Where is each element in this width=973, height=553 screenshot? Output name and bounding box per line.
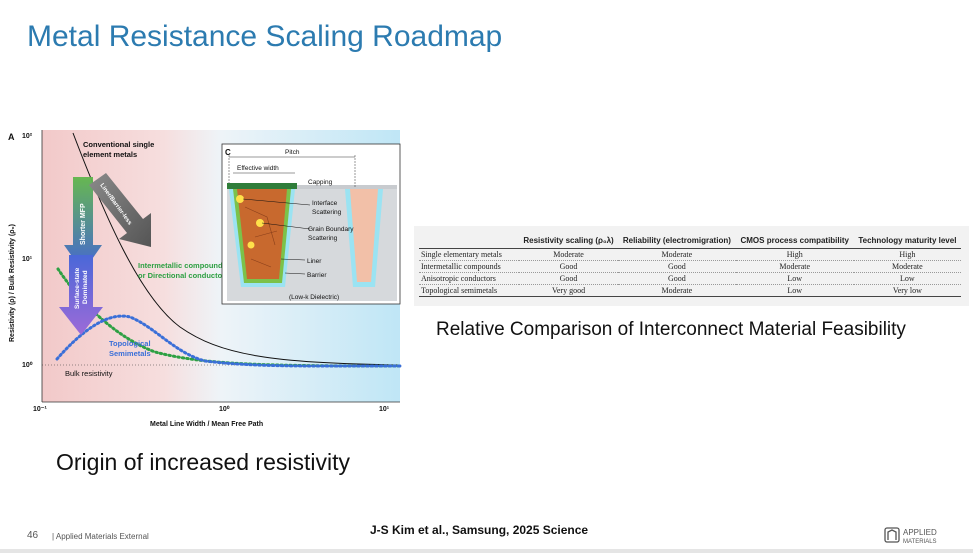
- table-cell: Good: [519, 272, 619, 285]
- logo-text: MATERIALS: [903, 539, 937, 545]
- comparison-table: Resistivity scaling (ρ₀λ) Reliability (e…: [419, 234, 961, 297]
- table-cell: Low: [735, 284, 854, 297]
- table-cell: Very good: [519, 284, 619, 297]
- table-cell: Moderate: [618, 248, 736, 261]
- citation: J-S Kim et al., Samsung, 2025 Science: [370, 523, 589, 537]
- table-cell: Good: [618, 272, 736, 285]
- bulk-resistivity-label: Bulk resistivity: [65, 369, 113, 378]
- x-tick-label: 10¹: [379, 406, 390, 413]
- table-cell: Good: [519, 260, 619, 273]
- liner-label: Liner: [307, 258, 322, 265]
- table-cell: Moderate: [618, 284, 736, 297]
- table-row: Anisotropic conductors Good Good Low Low: [419, 272, 961, 285]
- table-cell: Moderate: [519, 248, 619, 261]
- resistivity-figure: A 10² 10¹ 10⁰ 10⁻¹ 10⁰ 10¹ Resistivity (…: [5, 127, 403, 432]
- logo-text: APPLIED: [903, 528, 937, 537]
- table-cell: Topological semimetals: [419, 284, 519, 297]
- table-cell: Good: [618, 260, 736, 273]
- effective-width-label: Effective width: [237, 165, 279, 172]
- shorter-mfp-arrow: [64, 177, 102, 272]
- dielectric-label: (Low-k Dielectric): [289, 294, 339, 301]
- table-caption-right: Relative Comparison of Interconnect Mate…: [436, 319, 906, 340]
- y-tick-label: 10²: [22, 133, 33, 140]
- table-cell: Single elementary metals: [419, 248, 519, 261]
- conventional-label: Conventional single: [83, 140, 154, 149]
- table-cell: Intermetallic compounds: [419, 260, 519, 273]
- shorter-mfp-label: Shorter MFP: [80, 203, 87, 245]
- interface-scattering-label: Scattering: [312, 209, 342, 216]
- y-tick-label: 10⁰: [22, 361, 33, 369]
- liner-barrier-arrow: [89, 173, 151, 247]
- barrier-label: Barrier: [307, 272, 327, 279]
- table-cell: Very low: [853, 284, 961, 297]
- panel-a-label: A: [8, 132, 15, 142]
- x-axis-label: Metal Line Width / Mean Free Path: [150, 421, 263, 428]
- table-header: Resistivity scaling (ρ₀λ): [519, 234, 619, 249]
- topological-label: Topological: [109, 339, 151, 348]
- table-cell: Moderate: [735, 260, 854, 273]
- surface-state-label: Surface-state: [74, 267, 81, 309]
- table-row: Topological semimetals Very good Moderat…: [419, 284, 961, 297]
- capping-label: Capping: [308, 179, 333, 186]
- x-tick-label: 10⁻¹: [33, 406, 47, 413]
- surface-state-arrow: [59, 255, 103, 335]
- table-row: Intermetallic compounds Good Good Modera…: [419, 260, 961, 273]
- topological-label: Semimetals: [109, 349, 151, 358]
- conventional-label: element metals: [83, 150, 137, 159]
- comparison-table-panel: Resistivity scaling (ρ₀λ) Reliability (e…: [414, 226, 969, 306]
- table-cell: High: [735, 248, 854, 261]
- table-header: [419, 234, 519, 249]
- y-axis-label: Resistivity (ρ) / Bulk Resistivity (ρ₀): [9, 224, 16, 342]
- surface-state-label: Dominated: [82, 270, 89, 304]
- pitch-label: Pitch: [285, 149, 300, 156]
- table-cell: High: [853, 248, 961, 261]
- footer-label: | Applied Materials External: [52, 532, 149, 541]
- grain-boundary-label: Scattering: [308, 235, 338, 242]
- grain-boundary-label: Grain Boundary: [308, 226, 354, 233]
- intermetallic-label: Intermetallic compounds: [138, 261, 227, 270]
- table-cell: Low: [853, 272, 961, 285]
- table-header-row: Resistivity scaling (ρ₀λ) Reliability (e…: [419, 234, 961, 249]
- topological-curve: [55, 314, 402, 368]
- x-tick-label: 10⁰: [219, 405, 230, 413]
- figure-caption-left: Origin of increased resistivity: [56, 449, 350, 475]
- page-number: 46: [27, 530, 39, 541]
- interconnect-inset: C Pitch Effective width Capping Interfac…: [221, 143, 401, 305]
- interface-scattering-label: Interface: [312, 200, 338, 207]
- table-cell: Moderate: [853, 260, 961, 273]
- table-header: CMOS process compatibility: [735, 234, 854, 249]
- table-cell: Low: [735, 272, 854, 285]
- applied-materials-logo: APPLIED MATERIALS: [884, 527, 937, 545]
- slide-title: Metal Resistance Scaling Roadmap: [27, 20, 503, 53]
- table-header: Reliability (electromigration): [618, 234, 736, 249]
- intermetallic-label: or Directional conductors: [138, 271, 229, 280]
- table-cell: Anisotropic conductors: [419, 272, 519, 285]
- footer-divider: [0, 549, 973, 553]
- table-row: Single elementary metals Moderate Modera…: [419, 248, 961, 261]
- conventional-metals-curve: [72, 132, 401, 366]
- panel-c-label: C: [225, 148, 231, 157]
- table-header: Technology maturity level: [853, 234, 961, 249]
- y-tick-label: 10¹: [22, 256, 33, 263]
